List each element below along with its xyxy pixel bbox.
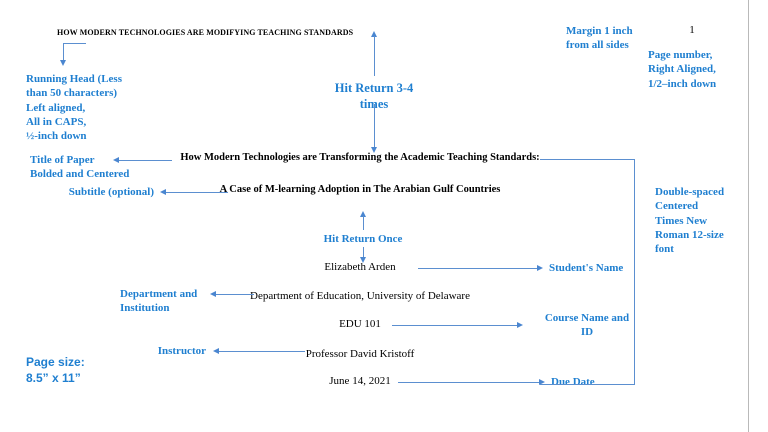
annotation-due-date: Due Date — [551, 376, 595, 388]
page-edge-line — [748, 0, 749, 432]
arrowhead-return34-up — [371, 31, 377, 37]
arrowhead-instructor — [213, 348, 219, 354]
connector-return34-lower — [374, 104, 375, 148]
running-head-text: HOW MODERN TECHNOLOGIES ARE MODIFYING TE… — [57, 28, 354, 37]
annotation-page-size: Page size: 8.5” x 11” — [26, 355, 85, 385]
arrowhead-running-head — [60, 60, 66, 66]
student-name-text: Elizabeth Arden — [324, 261, 396, 273]
annotation-hit-return-once: Hit Return Once — [323, 233, 403, 245]
arrowhead-due-date — [539, 379, 545, 385]
paper-title-text: How Modern Technologies are Transforming… — [180, 152, 540, 163]
instructor-text: Professor David Kristoff — [305, 348, 415, 360]
connector-running-head-vertical — [63, 43, 64, 61]
connector-title — [119, 160, 172, 161]
annotation-title: Title of Paper Bolded and Centered — [30, 154, 130, 181]
annotation-margin: Margin 1 inch from all sides — [566, 25, 633, 52]
formatting-bracket — [540, 159, 635, 385]
arrowhead-subtitle — [160, 189, 166, 195]
connector-student-name — [418, 268, 537, 269]
connector-subtitle — [166, 192, 228, 193]
course-text: EDU 101 — [339, 318, 381, 330]
annotation-subtitle: Subtitle (optional) — [68, 186, 154, 198]
connector-instructor — [219, 351, 305, 352]
arrowhead-department — [210, 291, 216, 297]
arrowhead-student-name — [537, 265, 543, 271]
annotation-instructor: Instructor — [157, 345, 206, 357]
connector-course — [392, 325, 517, 326]
annotation-student-name: Student's Name — [549, 262, 624, 274]
arrowhead-return-once-down — [360, 257, 366, 263]
annotation-course: Course Name and ID — [544, 312, 630, 339]
arrowhead-return34-down — [371, 147, 377, 153]
arrowhead-return-once-up — [360, 211, 366, 217]
annotation-formatting: Double-spaced Centered Times New Roman 1… — [655, 186, 725, 256]
paper-subtitle-text: A Case of M-learning Adoption in The Ara… — [219, 184, 501, 195]
page-number-text: 1 — [689, 24, 695, 36]
connector-return-once-lower — [363, 247, 364, 258]
connector-running-head-horizontal — [63, 43, 86, 44]
arrowhead-title — [113, 157, 119, 163]
connector-return-once-upper — [363, 216, 364, 230]
connector-due-date — [398, 382, 539, 383]
annotation-department: Department and Institution — [120, 288, 198, 315]
department-institution-text: Department of Education, University of D… — [250, 290, 470, 302]
annotation-page-number: Page number, Right Aligned, 1/2–inch dow… — [648, 49, 717, 90]
annotation-running-head: Running Head (Less than 50 characters) L… — [26, 73, 122, 143]
connector-department — [216, 294, 254, 295]
arrowhead-course — [517, 322, 523, 328]
connector-return34-upper — [374, 36, 375, 76]
due-date-text: June 14, 2021 — [329, 375, 391, 387]
